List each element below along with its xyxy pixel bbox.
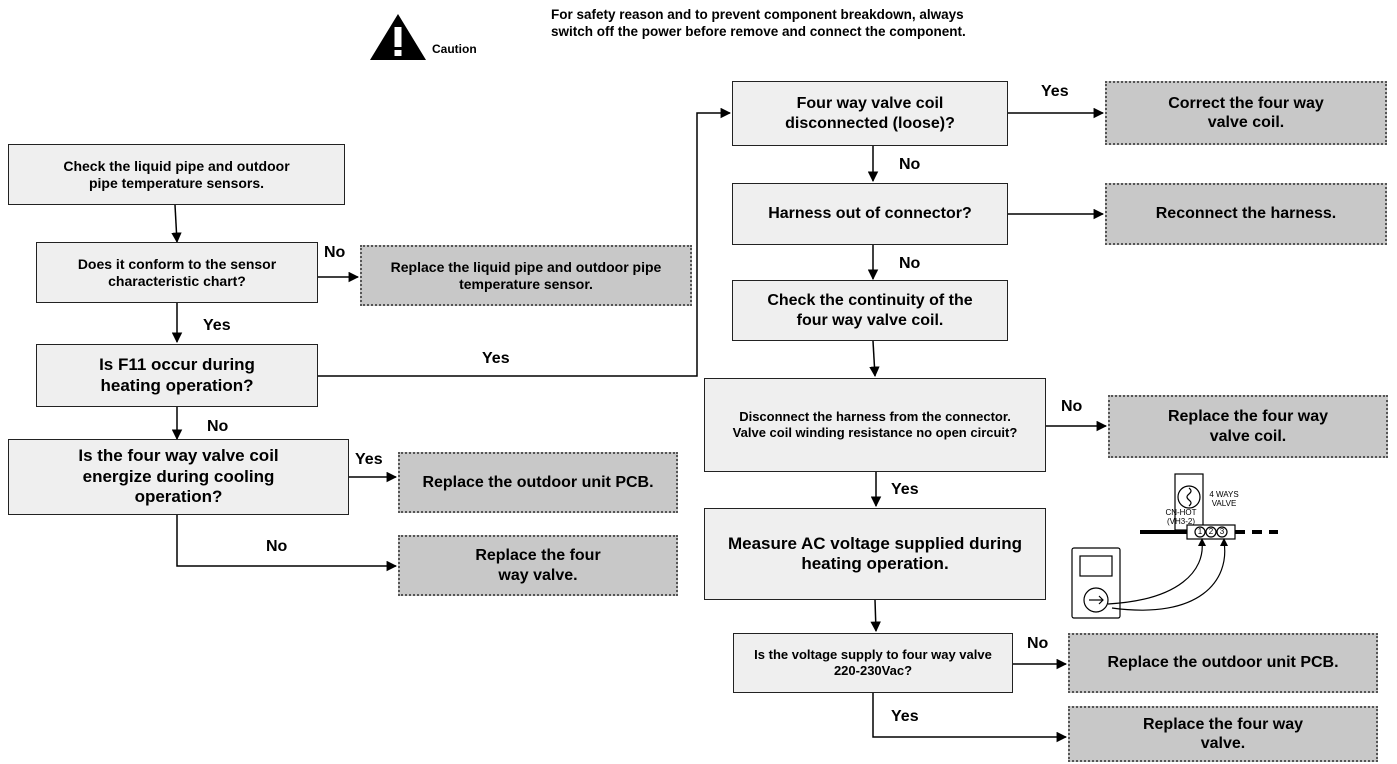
arrow-energize-no [176,515,398,572]
label-disconnect-yes: Yes [891,481,919,498]
arrow-continuity [869,340,880,378]
check-continuity-box: Check the continuity of the four way val… [732,280,1008,341]
replace-coil-box: Replace the four way valve coil. [1108,395,1388,458]
replace-pcb-right-box: Replace the outdoor unit PCB. [1068,633,1378,693]
energize-cooling-decision: Is the four way valve coil energize duri… [8,439,349,515]
label-f11-no: No [207,418,229,435]
valve-coil-icon [1177,485,1201,509]
caution-label: Caution [432,42,477,56]
caution-text: For safety reason and to prevent compone… [551,7,966,39]
arrow-check-to-conform [171,204,182,244]
pin-3-label: 3 [1219,527,1225,536]
pin-1-label: 1 [1197,527,1203,536]
conform-chart-decision: Does it conform to the sensor characteri… [36,242,318,303]
harness-out-decision: Harness out of connector? [732,183,1008,245]
label-conform-yes: Yes [203,317,231,334]
label-energize-yes: Yes [355,451,383,468]
voltage-supply-decision: Is the voltage supply to four way valve … [733,633,1013,693]
replace-sensor-box: Replace the liquid pipe and outdoor pipe… [360,245,692,306]
connector-block [1186,524,1236,540]
label-conform-no: No [324,244,346,261]
arrow-measure [870,599,881,633]
label-voltage-yes: Yes [891,708,919,725]
replace-pcb-left-box: Replace the outdoor unit PCB. [398,452,678,513]
meter-connector-illustration [1071,473,1278,619]
disconnect-harness-decision: Disconnect the harness from the connecto… [704,378,1046,472]
valve-label-line2: VALVE [1211,499,1237,508]
check-sensors-box: Check the liquid pipe and outdoor pipe t… [8,144,345,205]
coil-disconnected-decision: Four way valve coil disconnected (loose)… [732,81,1008,146]
valve-label-line1: 4 WAYS [1209,490,1239,499]
label-disconnect-no: No [1061,398,1083,415]
caution-icon [370,14,426,60]
probe-lead-2 [1111,541,1226,611]
label-f11-yes: Yes [482,350,510,367]
arrow-voltage-yes [872,693,1068,743]
replace-valve-left-box: Replace the four way valve. [398,535,678,596]
label-coil-yes: Yes [1041,83,1069,100]
pin-2-label: 2 [1208,527,1214,536]
label-energize-no: No [266,538,288,555]
label-coil-no: No [899,156,921,173]
f11-heating-decision: Is F11 occur during heating operation? [36,344,318,407]
label-voltage-no: No [1027,635,1049,652]
multimeter-icon [1071,547,1121,619]
label-harness-no: No [899,255,921,272]
replace-valve-right-box: Replace the four way valve. [1068,706,1378,762]
reconnect-harness-box: Reconnect the harness. [1105,183,1387,245]
connector-name: CN-HOT [1165,508,1197,517]
correct-coil-box: Correct the four way valve coil. [1105,81,1387,145]
arrow-f11-yes [318,107,732,377]
measure-ac-box: Measure AC voltage supplied during heati… [704,508,1046,600]
probe-lead-1 [1107,541,1203,605]
connector-code: (VH3-2) [1166,517,1195,526]
